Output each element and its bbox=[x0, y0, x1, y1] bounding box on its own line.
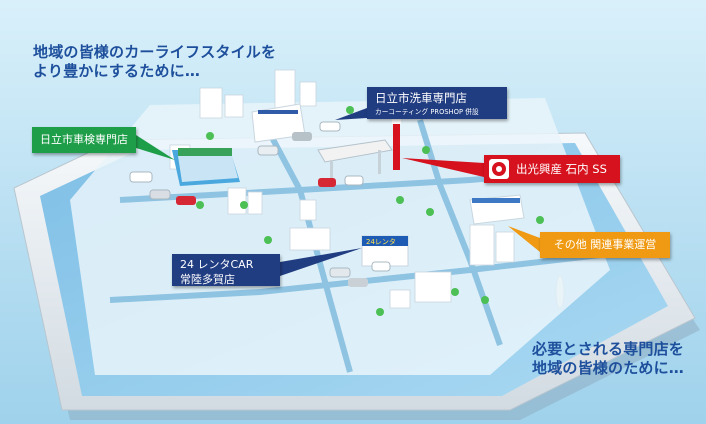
headline-bottom-line1: 必要とされる専門店を bbox=[532, 340, 685, 358]
label-idemitsu-text: 出光興産 石内 SS bbox=[516, 162, 607, 176]
label-car-wash: 日立市洗車専門店 カーコーティング PROSHOP 併設 bbox=[367, 87, 507, 119]
inspection-shop-building bbox=[172, 148, 240, 186]
pointer-hitachi bbox=[136, 135, 175, 160]
label-hitachi-inspection: 日立市車検専門店 bbox=[32, 127, 136, 153]
idemitsu-logo-icon bbox=[489, 159, 509, 179]
gas-station bbox=[317, 118, 401, 184]
pointer-idemitsu bbox=[402, 158, 484, 177]
cars bbox=[129, 121, 391, 287]
label-car-wash-sub: カーコーティング PROSHOP 併設 bbox=[375, 108, 479, 116]
headline-bottom-line2: 地域の皆様のために… bbox=[532, 359, 685, 377]
rental-building: 24レンタ bbox=[361, 235, 409, 267]
trees bbox=[196, 106, 544, 316]
pointer-other bbox=[508, 226, 540, 252]
label-rental-line1: 24 レンタCAR bbox=[180, 258, 254, 271]
headline-top: 地域の皆様のカーライフスタイルを より豊かにするために… bbox=[33, 43, 276, 81]
pointer-wash bbox=[335, 108, 367, 120]
pointer-rental bbox=[280, 248, 362, 276]
label-car-wash-title: 日立市洗車専門店 bbox=[375, 91, 467, 105]
label-rental-line2: 常陸多賀店 bbox=[180, 273, 235, 286]
buildings bbox=[169, 69, 515, 309]
label-rental-car: 24 レンタCAR 常陸多賀店 bbox=[172, 254, 280, 286]
headline-top-line1: 地域の皆様のカーライフスタイルを bbox=[33, 43, 277, 61]
other-business-building bbox=[469, 194, 525, 225]
headline-top-line2: より豊かにするために… bbox=[33, 62, 201, 80]
rental-sign: 24レンタ bbox=[366, 237, 396, 246]
label-other-business: その他 関連事業運営 bbox=[540, 232, 670, 258]
label-idemitsu: 出光興産 石内 SS bbox=[484, 155, 620, 183]
headline-bottom: 必要とされる専門店を 地域の皆様のために… bbox=[532, 340, 684, 378]
